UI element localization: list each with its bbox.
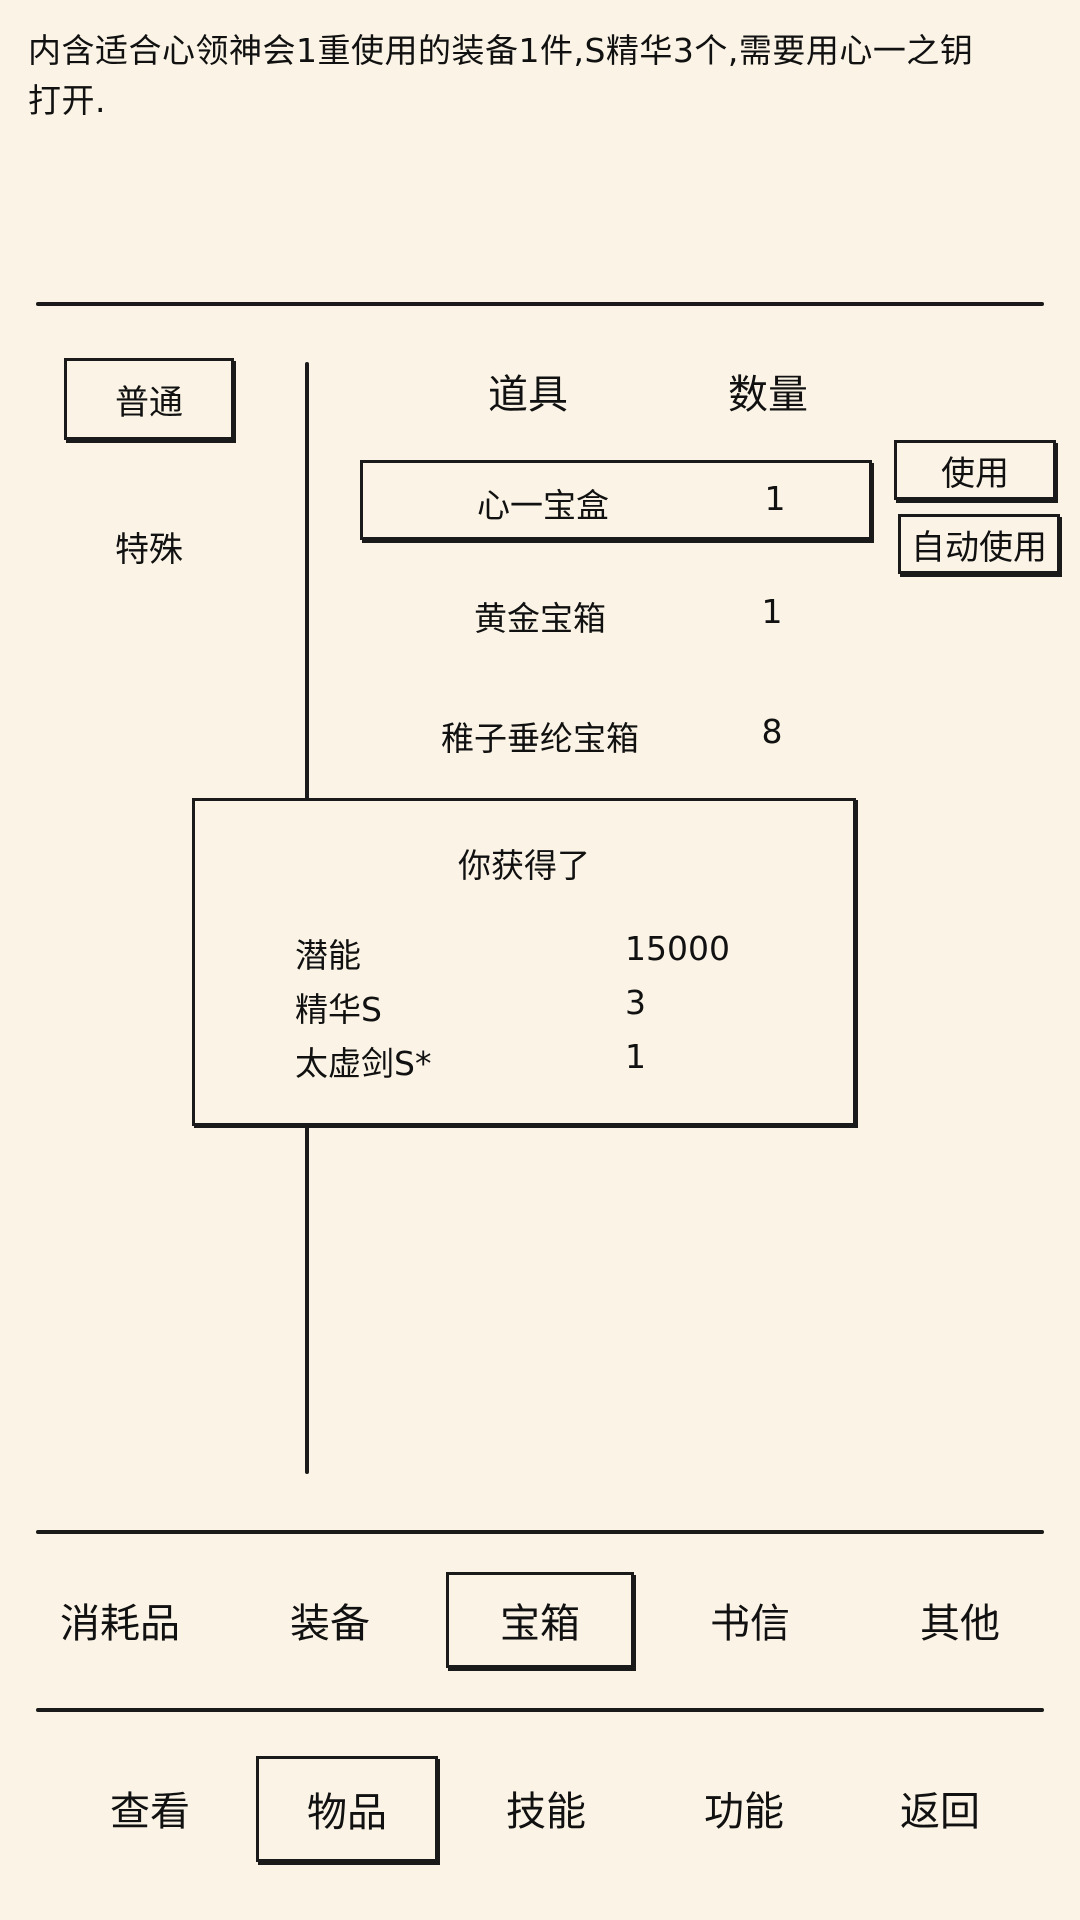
nav-top-divider [36,1708,1044,1712]
popup-title: 你获得了 [458,846,590,885]
category-tab-label: 装备 [290,1601,370,1647]
reward-name: 太虚剑S* [295,1044,432,1083]
auto-use-button[interactable]: 自动使用 [898,514,1060,574]
item-name: 稚子垂纶宝箱 [441,719,639,758]
nav-label: 查看 [110,1789,190,1835]
side-tab-normal[interactable]: 普通 [64,358,234,440]
item-qty: 8 [761,712,783,751]
nav-items[interactable]: 物品 [256,1756,438,1862]
reward-qty: 15000 [625,929,730,968]
side-tab-special-label: 特殊 [115,529,183,570]
category-tab-label: 其他 [920,1601,1000,1647]
column-header-item: 道具 [488,372,568,418]
use-button-label: 使用 [941,453,1009,494]
nav-skills[interactable]: 技能 [466,1756,626,1860]
category-tab-consumables[interactable]: 消耗品 [40,1572,200,1668]
category-tab-label: 书信 [710,1601,790,1647]
side-tab-normal-label: 普通 [115,382,183,423]
item-qty: 1 [761,592,783,631]
reward-qty: 3 [625,983,646,1022]
reward-qty: 1 [625,1037,646,1076]
reward-popup[interactable]: 你获得了 潜能 15000 精华S 3 太虚剑S* 1 [192,798,856,1126]
item-row[interactable]: 黄金宝箱 1 [360,578,872,658]
item-row-selected[interactable]: 心一宝盒 1 [360,460,872,540]
item-qty: 1 [764,479,786,518]
nav-label: 物品 [307,1790,387,1836]
reward-row: 精华S 3 [195,983,853,1035]
nav-view[interactable]: 查看 [70,1756,230,1860]
item-name: 黄金宝箱 [474,599,606,638]
item-row[interactable]: 稚子垂纶宝箱 8 [360,698,872,778]
reward-name: 潜能 [295,936,361,975]
nav-label: 功能 [704,1789,784,1835]
use-button[interactable]: 使用 [894,440,1056,500]
column-header-quantity: 数量 [728,372,808,418]
category-tab-letters[interactable]: 书信 [670,1572,830,1668]
reward-name: 精华S [295,990,382,1029]
nav-label: 返回 [900,1789,980,1835]
category-tab-other[interactable]: 其他 [880,1572,1040,1668]
reward-row: 太虚剑S* 1 [195,1037,853,1089]
item-name: 心一宝盒 [477,486,609,525]
category-tab-chests[interactable]: 宝箱 [446,1572,634,1668]
item-description: 内含适合心领神会1重使用的装备1件,S精华3个,需要用心一之钥打开. [28,31,974,120]
reward-row: 潜能 15000 [195,929,853,981]
top-divider [36,302,1044,306]
nav-label: 技能 [506,1789,586,1835]
category-tab-label: 消耗品 [60,1601,180,1647]
auto-use-button-label: 自动使用 [911,527,1047,568]
nav-back[interactable]: 返回 [860,1756,1020,1860]
category-tab-label: 宝箱 [500,1601,580,1647]
side-tab-special[interactable]: 特殊 [64,505,234,587]
nav-functions[interactable]: 功能 [664,1756,824,1860]
category-tab-equipment[interactable]: 装备 [250,1572,410,1668]
category-top-divider [36,1530,1044,1534]
